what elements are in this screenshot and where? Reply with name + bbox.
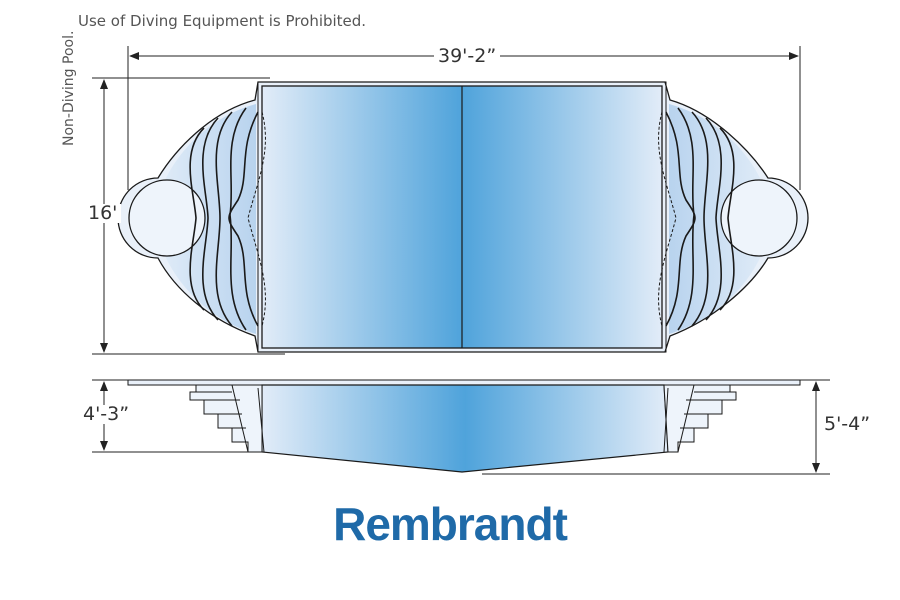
profile-left-step-lines [190, 384, 249, 453]
plan-view [117, 81, 809, 353]
profile-left-steps [189, 384, 263, 453]
model-title: Rembrandt [333, 498, 568, 550]
profile-view [127, 379, 801, 473]
non-diving-pool-note: Non-Diving Pool. [61, 30, 77, 146]
left-steps [189, 107, 259, 331]
main-pool-rim [257, 81, 667, 353]
deep-depth-dimension [482, 379, 830, 475]
profile-right-steps [663, 384, 737, 453]
right-steps [665, 107, 735, 331]
profile-pool-body [261, 384, 669, 473]
left-round-bench [128, 179, 206, 257]
right-round-bench [720, 179, 798, 257]
deep-depth-label: 5'-4” [820, 415, 875, 434]
right-steps-dashed [658, 111, 677, 327]
shallow-depth-label: 4'-3” [79, 405, 134, 424]
diving-prohibited-note: Use of Diving Equipment is Prohibited. [78, 12, 367, 30]
length-label: 39'-2” [434, 47, 501, 66]
left-steps-dashed [247, 111, 266, 327]
profile-right-step-lines [677, 384, 736, 453]
width-label: 16' [84, 204, 122, 223]
profile-deck [127, 379, 801, 386]
